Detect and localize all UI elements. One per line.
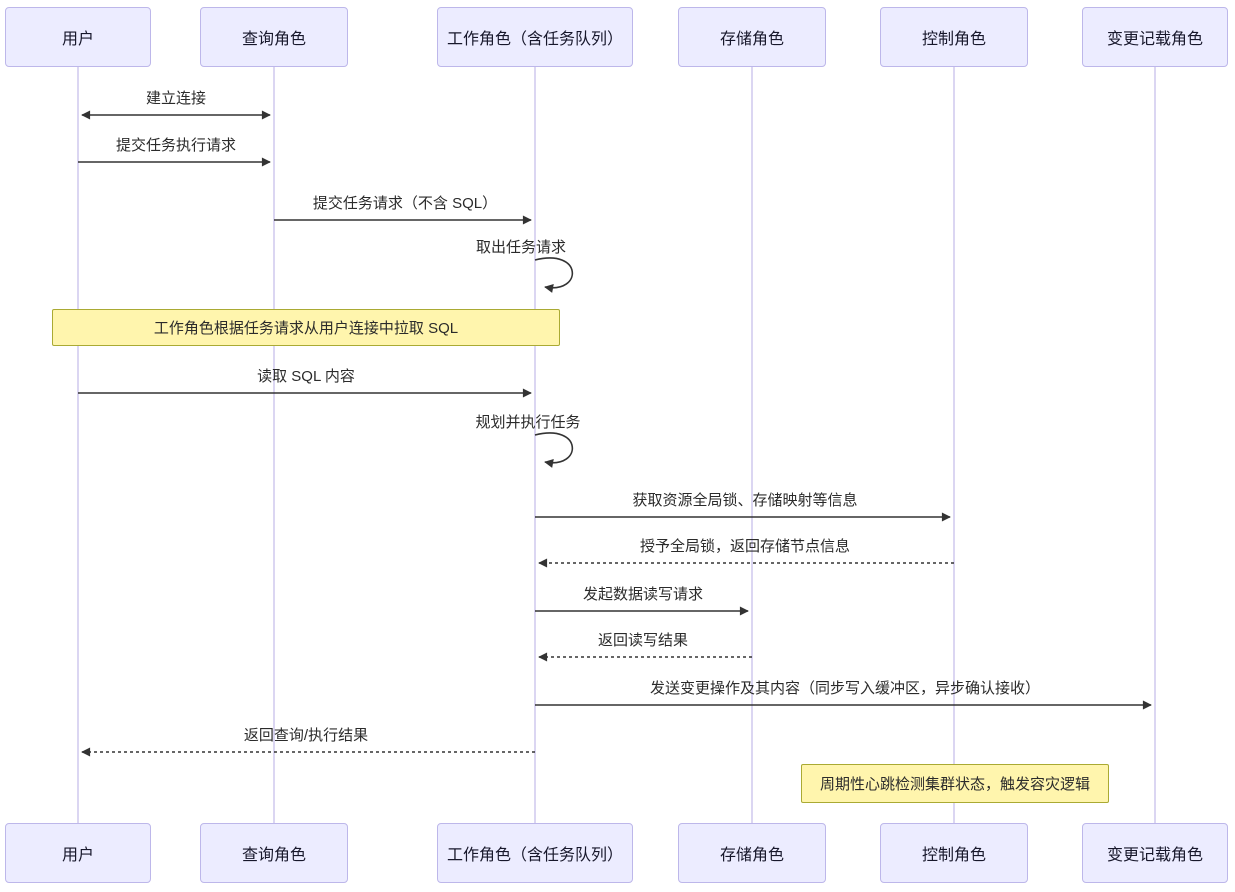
actor-label: 用户 [61,31,94,48]
actor-label: 存储角色 [719,847,784,864]
actor-top-changelog-role: 变更记载角色 [1082,7,1228,67]
actor-label: 变更记载角色 [1106,31,1203,48]
actor-label: 控制角色 [921,31,986,48]
message-label-send-change-ops: 发送变更操作及其内容（同步写入缓冲区，异步确认接收） [649,680,1041,697]
message-label-return-rw-result: 返回读写结果 [597,632,689,649]
actor-label: 存储角色 [719,31,784,48]
actor-top-storage-role: 存储角色 [678,7,826,67]
message-label-establish-connection: 建立连接 [145,90,207,107]
actor-top-worker-role: 工作角色（含任务队列） [437,7,633,67]
message-label-read-sql: 读取 SQL 内容 [257,368,355,385]
message-label-acquire-global-lock: 获取资源全局锁、存储映射等信息 [632,492,858,509]
message-label-data-rw-request: 发起数据读写请求 [582,586,704,603]
message-label-plan-execute: 规划并执行任务 [475,414,581,431]
message-label-submit-task-request: 提交任务请求（不含 SQL） [312,195,498,212]
actor-bottom-query-role: 查询角色 [200,823,348,883]
actor-label: 用户 [61,847,94,864]
note-pull-sql: 工作角色根据任务请求从用户连接中拉取 SQL [52,309,560,346]
self-loop-dequeue-task [534,257,574,293]
actor-top-query-role: 查询角色 [200,7,348,67]
actor-label: 查询角色 [241,31,306,48]
message-label-dequeue-task: 取出任务请求 [475,239,567,256]
actor-bottom-storage-role: 存储角色 [678,823,826,883]
actor-top-user: 用户 [5,7,151,67]
actor-top-control-role: 控制角色 [880,7,1028,67]
actor-label: 查询角色 [241,847,306,864]
actor-bottom-worker-role: 工作角色（含任务队列） [437,823,633,883]
self-loop-plan-execute [534,432,574,468]
message-label-submit-task-exec-request: 提交任务执行请求 [115,137,237,154]
message-label-return-query-result: 返回查询/执行结果 [243,727,369,744]
actor-label: 工作角色（含任务队列） [446,31,623,48]
note-heartbeat: 周期性心跳检测集群状态，触发容灾逻辑 [801,764,1109,803]
actor-bottom-control-role: 控制角色 [880,823,1028,883]
actor-label: 工作角色（含任务队列） [446,847,623,864]
actor-label: 控制角色 [921,847,986,864]
message-label-grant-global-lock: 授予全局锁，返回存储节点信息 [639,538,851,555]
actor-bottom-changelog-role: 变更记载角色 [1082,823,1228,883]
actor-bottom-user: 用户 [5,823,151,883]
actor-label: 变更记载角色 [1106,847,1203,864]
